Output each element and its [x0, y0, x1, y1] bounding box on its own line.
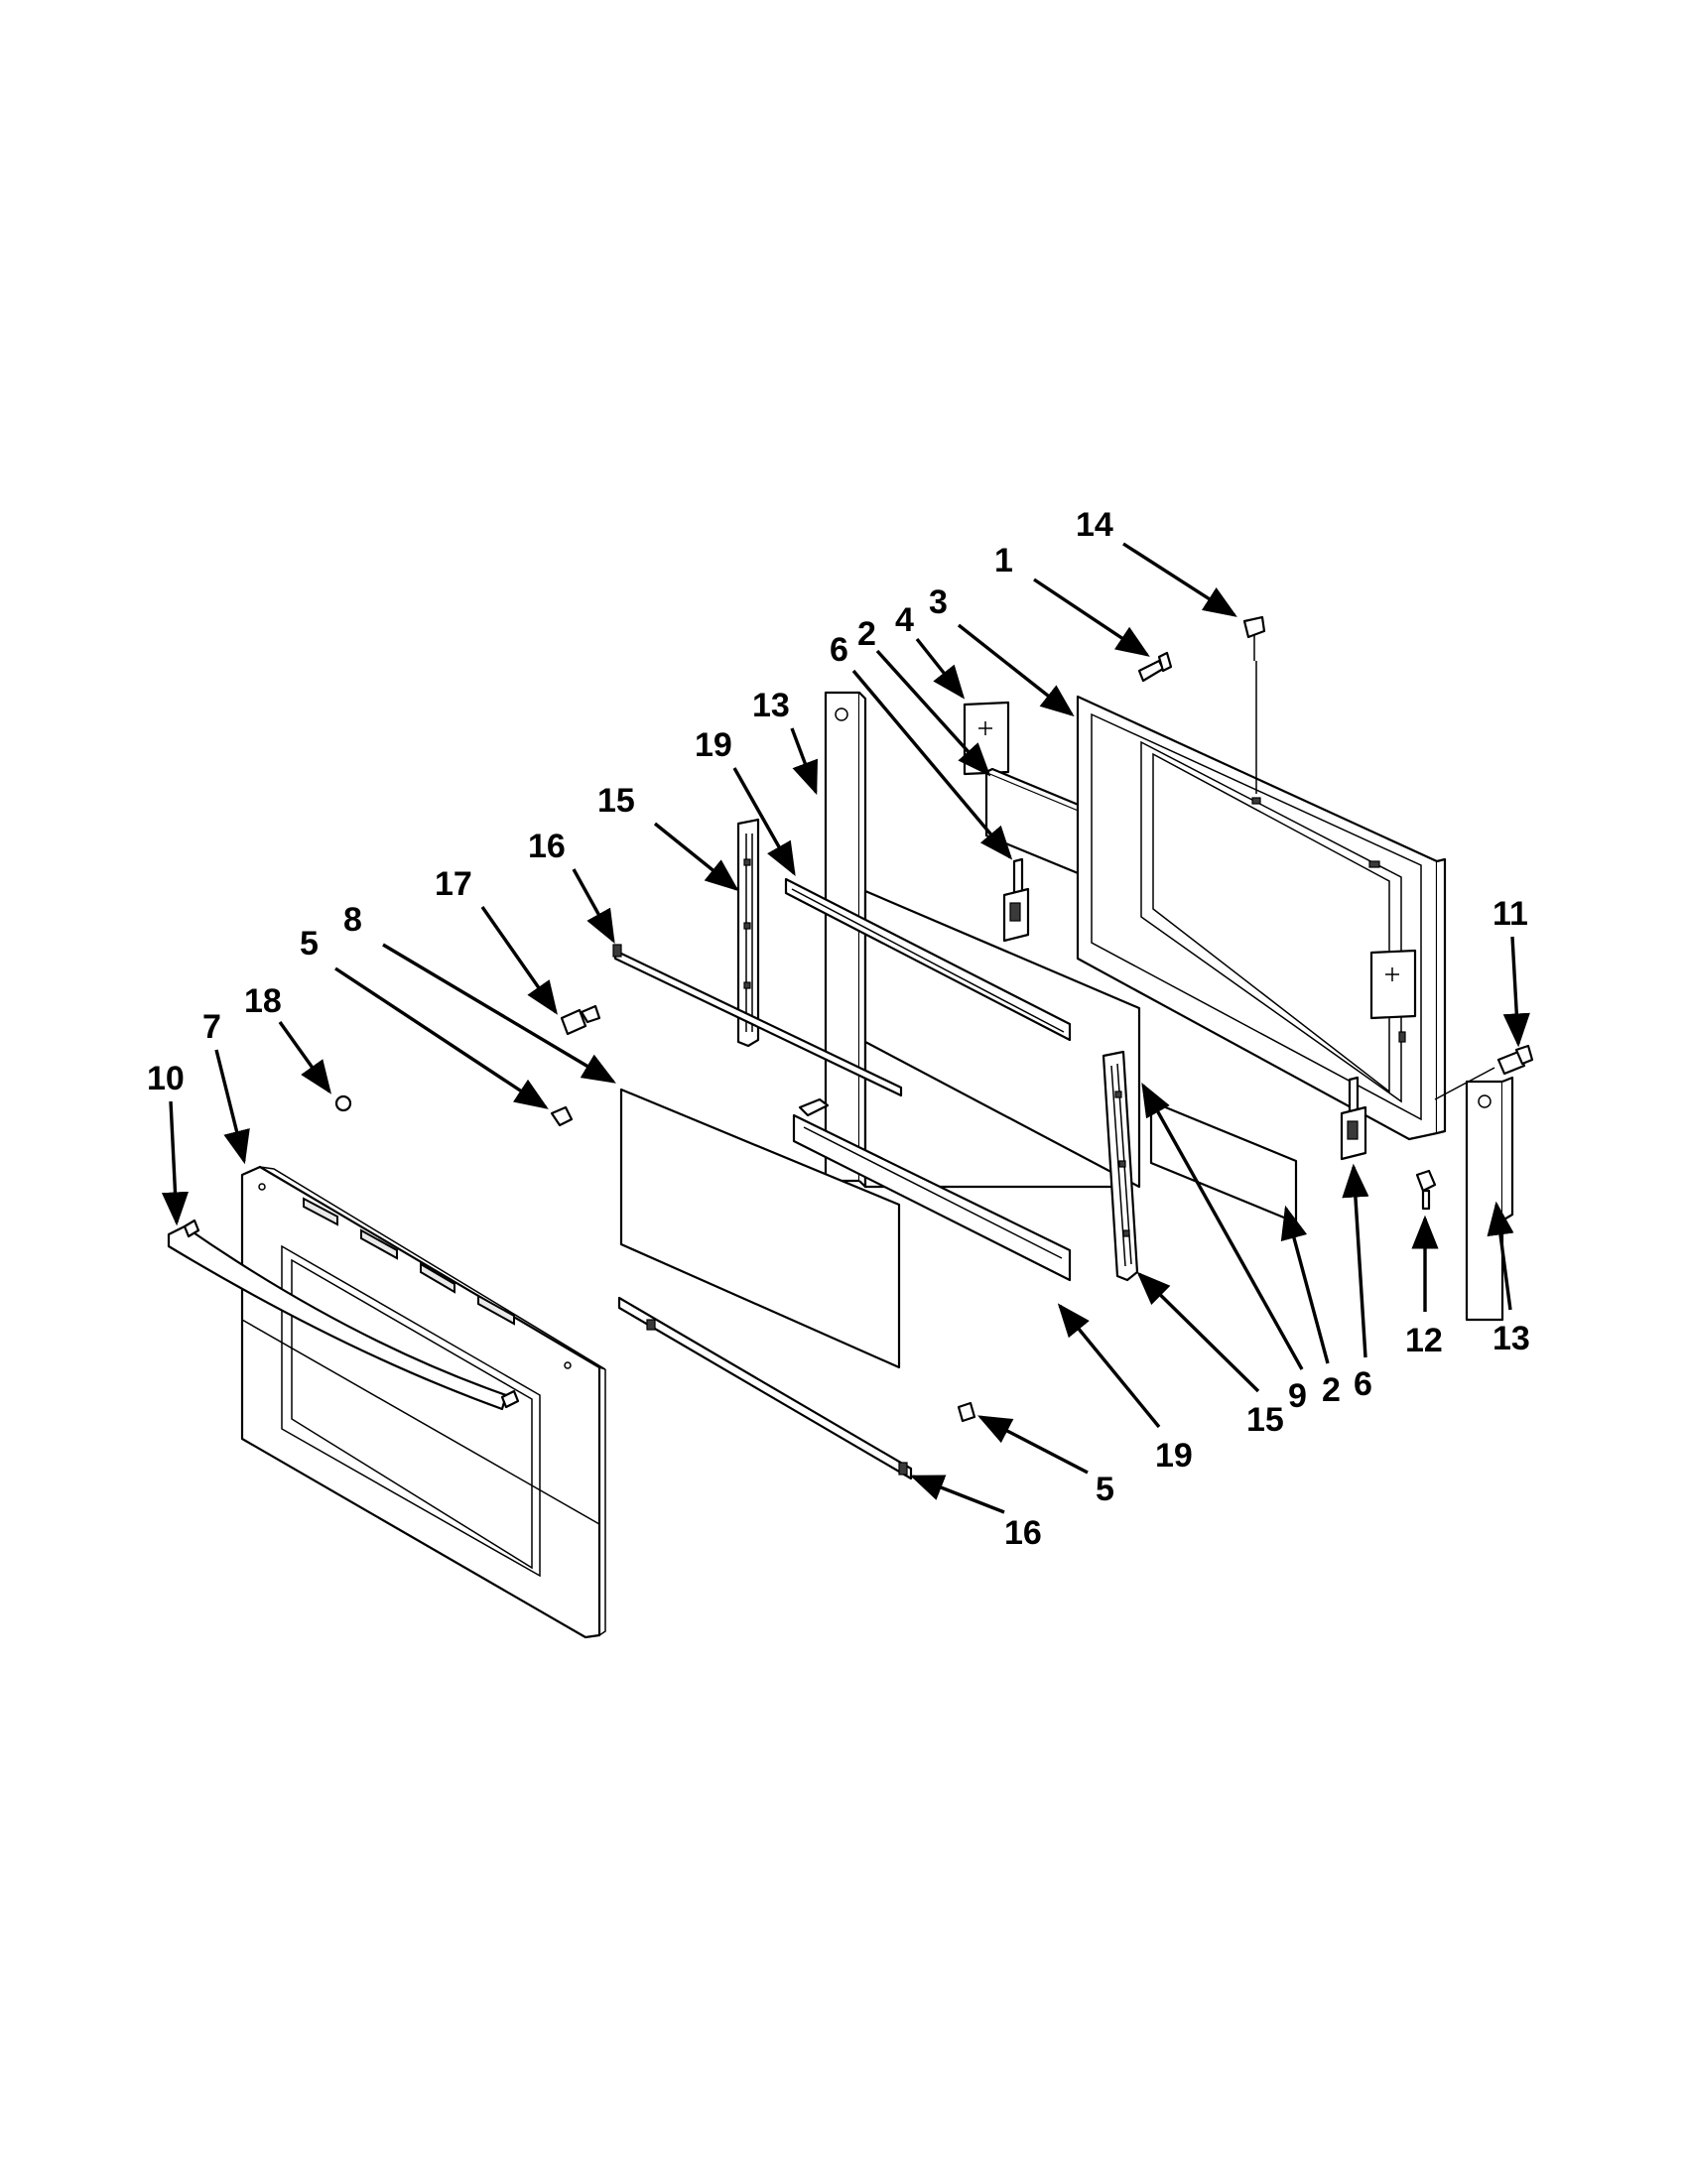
callout-15a: 15	[597, 782, 635, 820]
callout-11: 11	[1492, 895, 1528, 933]
callout-12: 12	[1405, 1322, 1443, 1359]
leader-19b	[1057, 1303, 1161, 1429]
callout-1: 1	[994, 542, 1013, 579]
callout-2a: 2	[857, 615, 876, 653]
callout-13b: 13	[1492, 1320, 1530, 1357]
leader-6a	[851, 669, 1013, 860]
leader-8	[382, 943, 616, 1084]
leader-18	[278, 1021, 331, 1094]
hinge-upper-part	[1002, 857, 1030, 943]
callout-18: 18	[244, 982, 282, 1020]
side-bracket-right-part	[1102, 1050, 1139, 1282]
leader-7	[214, 1049, 250, 1165]
clip-lower-part	[957, 1401, 976, 1423]
lower-insulation-bar-part	[1149, 1099, 1298, 1224]
leader-13a	[790, 727, 818, 796]
callout-9: 9	[1288, 1377, 1307, 1415]
screw-14-part	[1242, 615, 1266, 794]
clip-upper-part	[550, 1105, 574, 1127]
callout-16b: 16	[1004, 1514, 1042, 1552]
callout-14: 14	[1076, 506, 1113, 544]
lower-channel-part	[792, 1097, 1072, 1282]
callout-19a: 19	[695, 726, 732, 764]
leader-lines	[161, 542, 1530, 1514]
leader-6b	[1342, 1163, 1369, 1358]
leader-9	[1141, 1083, 1304, 1370]
leader-15b	[1136, 1271, 1260, 1393]
callout-6a: 6	[830, 631, 848, 669]
callout-4: 4	[895, 601, 914, 639]
inner-door-frame-part	[1076, 695, 1447, 1141]
leader-16b	[909, 1475, 1005, 1514]
callout-17: 17	[435, 865, 472, 903]
frame-insulation-pad-part	[1369, 949, 1417, 1020]
outer-door-panel-part	[240, 1165, 606, 1639]
leader-2b	[1280, 1205, 1330, 1364]
leader-11	[1502, 936, 1530, 1048]
callout-8: 8	[343, 901, 362, 939]
callout-5a: 5	[300, 925, 319, 963]
callout-7: 7	[202, 1008, 221, 1046]
leader-10	[161, 1100, 190, 1226]
outer-glass-panel-part	[619, 1088, 901, 1369]
leader-14	[1122, 542, 1237, 617]
leader-2a	[875, 649, 991, 777]
callout-3: 3	[929, 583, 948, 621]
leader-17	[480, 906, 558, 1015]
callout-16a: 16	[528, 828, 566, 865]
insulation-pad-part	[963, 701, 1010, 776]
upper-rod-part	[612, 944, 903, 1097]
screw-1-part	[1137, 651, 1173, 683]
screw-17-part	[560, 1004, 601, 1036]
side-bracket-left-part	[736, 818, 760, 1048]
callout-2b: 2	[1322, 1371, 1341, 1409]
leader-4	[915, 637, 966, 700]
leader-13b	[1487, 1201, 1514, 1311]
callout-13a: 13	[752, 687, 790, 724]
callout-10: 10	[147, 1060, 185, 1097]
leader-15a	[653, 822, 739, 892]
nut-18-part	[334, 1094, 352, 1112]
callout-19b: 19	[1155, 1437, 1193, 1475]
hinge-lower-part	[1340, 1076, 1367, 1161]
callout-6b: 6	[1354, 1365, 1372, 1403]
vent-slots	[303, 1197, 515, 1326]
leader-5b	[976, 1415, 1089, 1475]
right-insulation-strip-part	[1465, 1076, 1514, 1322]
leader-1	[1033, 578, 1150, 657]
screw-12-part	[1415, 1169, 1437, 1211]
callout-15b: 15	[1246, 1401, 1284, 1439]
leader-16a	[572, 868, 615, 944]
leader-5a	[334, 966, 549, 1109]
callout-labels: 14 1 4 3 6 2 13 19 15 16 17 8 5 18 7 10 …	[147, 506, 1530, 1552]
leader-3	[957, 623, 1075, 717]
callout-5b: 5	[1096, 1471, 1114, 1508]
leader-19a	[732, 767, 796, 876]
upper-channel-part	[784, 877, 1072, 1042]
